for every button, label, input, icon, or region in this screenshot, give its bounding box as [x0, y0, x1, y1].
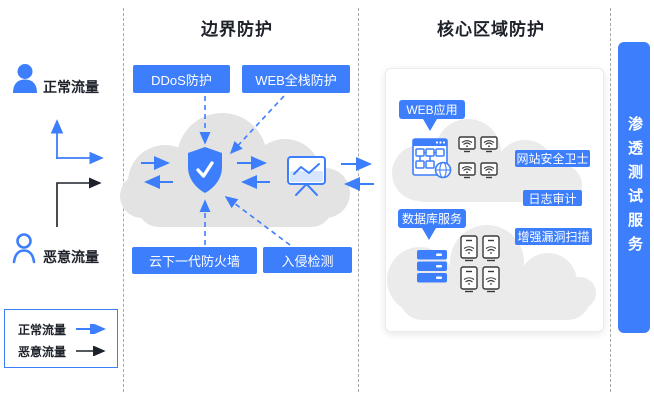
- normal-traffic-arrow: [50, 119, 104, 165]
- web-fullstack-protection-box: WEB全栈防护: [242, 65, 350, 93]
- vuln-scan-label: 增强漏洞扫描: [515, 228, 592, 245]
- intrusion-detection-box: 入侵检测: [263, 247, 352, 273]
- penetration-test-bar: 渗透测试服务: [618, 42, 650, 333]
- cloud-firewall-box: 云下一代防火墙: [132, 247, 257, 274]
- ddos-protection-box: DDoS防护: [133, 65, 230, 93]
- shield-check-icon: [188, 147, 222, 193]
- site-guard-label: 网站安全卫士: [515, 150, 590, 167]
- malicious-traffic-arrow: [56, 177, 102, 227]
- normal-traffic-label: 正常流量: [43, 79, 99, 95]
- legend-malicious-row: 恶意流量: [18, 340, 117, 362]
- separator-right: [610, 8, 611, 392]
- core-protection-title: 核心区域防护: [437, 20, 545, 39]
- legend-malicious-label: 恶意流量: [18, 344, 67, 359]
- web-app-tag: WEB应用: [399, 100, 465, 131]
- monitor-chart-icon: [287, 156, 326, 196]
- malicious-traffic-label: 恶意流量: [43, 249, 99, 265]
- normal-user-icon: [13, 64, 37, 93]
- separator-middle: [358, 8, 359, 392]
- boundary-protection-title: 边界防护: [201, 20, 273, 39]
- malicious-user-icon: [12, 233, 36, 264]
- separator-left: [123, 8, 124, 392]
- boundary-cloud: [120, 113, 350, 227]
- legend-malicious-arrow-icon: [76, 346, 106, 356]
- db-service-tag: 数据库服务: [398, 209, 466, 240]
- log-audit-label: 日志审计: [523, 190, 582, 206]
- legend-normal-label: 正常流量: [18, 322, 67, 337]
- protection-dashed-arrows: [199, 95, 291, 246]
- penetration-test-label: 渗透测试服务: [626, 115, 643, 260]
- legend-normal-row: 正常流量: [18, 318, 117, 340]
- legend-normal-arrow-icon: [76, 324, 107, 334]
- cloud-flow-arrows: [141, 156, 374, 191]
- traffic-legend: 正常流量 恶意流量: [4, 309, 118, 368]
